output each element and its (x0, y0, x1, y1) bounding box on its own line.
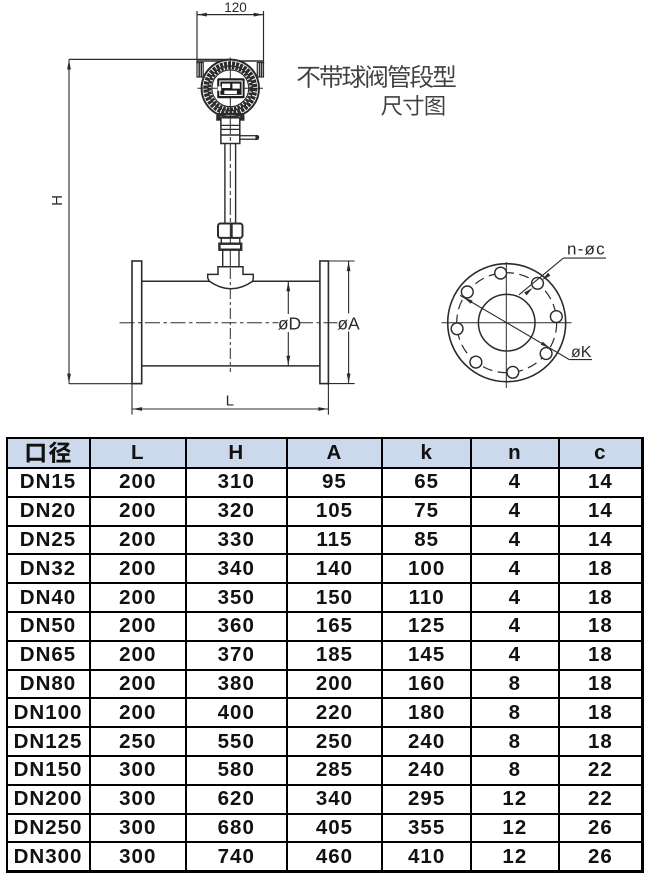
svg-text:øA: øA (337, 313, 360, 333)
svg-text:L: L (226, 393, 234, 410)
svg-text:H: H (49, 195, 66, 206)
svg-text:øK: øK (571, 344, 592, 361)
svg-text:n-øc: n-øc (567, 239, 606, 258)
svg-text:øD: øD (278, 313, 301, 333)
svg-text:120: 120 (224, 0, 247, 15)
